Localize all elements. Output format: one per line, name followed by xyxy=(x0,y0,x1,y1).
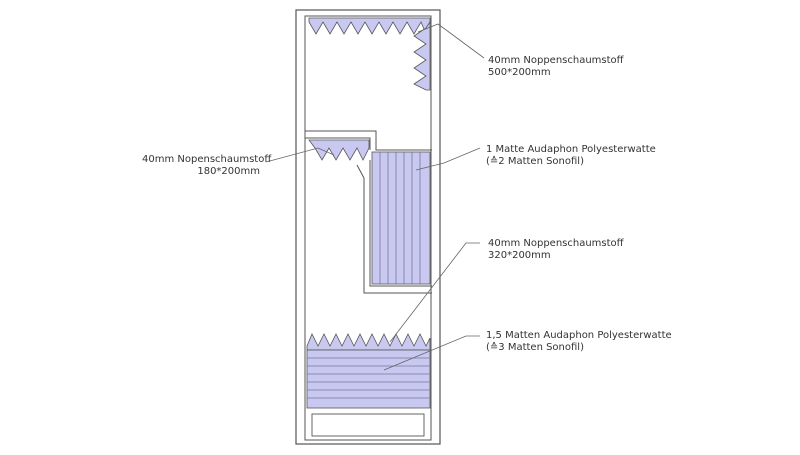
middle-wool-stripes xyxy=(379,152,421,284)
label-bottom-wool-line2: (≙3 Matten Sonofil) xyxy=(486,342,584,353)
label-bottom-wool: 1,5 Matten Audaphon Polyesterwatte (≙3 M… xyxy=(486,330,672,354)
leader-shelf xyxy=(265,147,335,163)
bottom-port xyxy=(311,413,425,437)
label-shelf-foam: 40mm Nopenschaumstoff 180*200mm xyxy=(142,154,272,178)
middle-wool-block xyxy=(371,151,431,285)
bottom-foam xyxy=(306,333,431,351)
label-top-foam-line2: 500*200mm xyxy=(488,67,551,78)
shelf-panel xyxy=(305,130,432,151)
middle-chamber-wall xyxy=(356,160,432,294)
cabinet-inner-wall xyxy=(304,15,432,441)
bottom-wool-stripes xyxy=(307,357,430,399)
shelf-foam xyxy=(308,139,370,161)
leader-top xyxy=(417,23,485,59)
label-shelf-foam-line1: 40mm Nopenschaumstoff xyxy=(142,154,272,165)
label-bottom-foam-line1: 40mm Noppenschaumstoff xyxy=(488,238,624,249)
label-middle-wool: 1 Matte Audaphon Polyesterwatte (≙2 Matt… xyxy=(486,144,656,168)
leader-bottom-foam xyxy=(389,242,480,343)
top-foam-vertical xyxy=(413,20,431,91)
top-foam-horizontal xyxy=(308,17,431,36)
leader-lines xyxy=(265,23,485,371)
leader-bottom-wool xyxy=(383,335,480,371)
label-bottom-foam: 40mm Noppenschaumstoff 320*200mm xyxy=(488,238,624,262)
label-shelf-foam-line2: 180*200mm xyxy=(197,166,260,177)
label-middle-wool-line2: (≙2 Matten Sonofil) xyxy=(486,156,584,167)
cabinet-outer-wall xyxy=(295,9,441,445)
label-top-foam-line1: 40mm Noppenschaumstoff xyxy=(488,55,624,66)
label-bottom-wool-line1: 1,5 Matten Audaphon Polyesterwatte xyxy=(486,330,672,341)
label-bottom-foam-line2: 320*200mm xyxy=(488,250,551,261)
label-top-foam: 40mm Noppenschaumstoff 500*200mm xyxy=(488,55,624,79)
label-middle-wool-line1: 1 Matte Audaphon Polyesterwatte xyxy=(486,144,656,155)
leader-middle xyxy=(415,147,481,171)
